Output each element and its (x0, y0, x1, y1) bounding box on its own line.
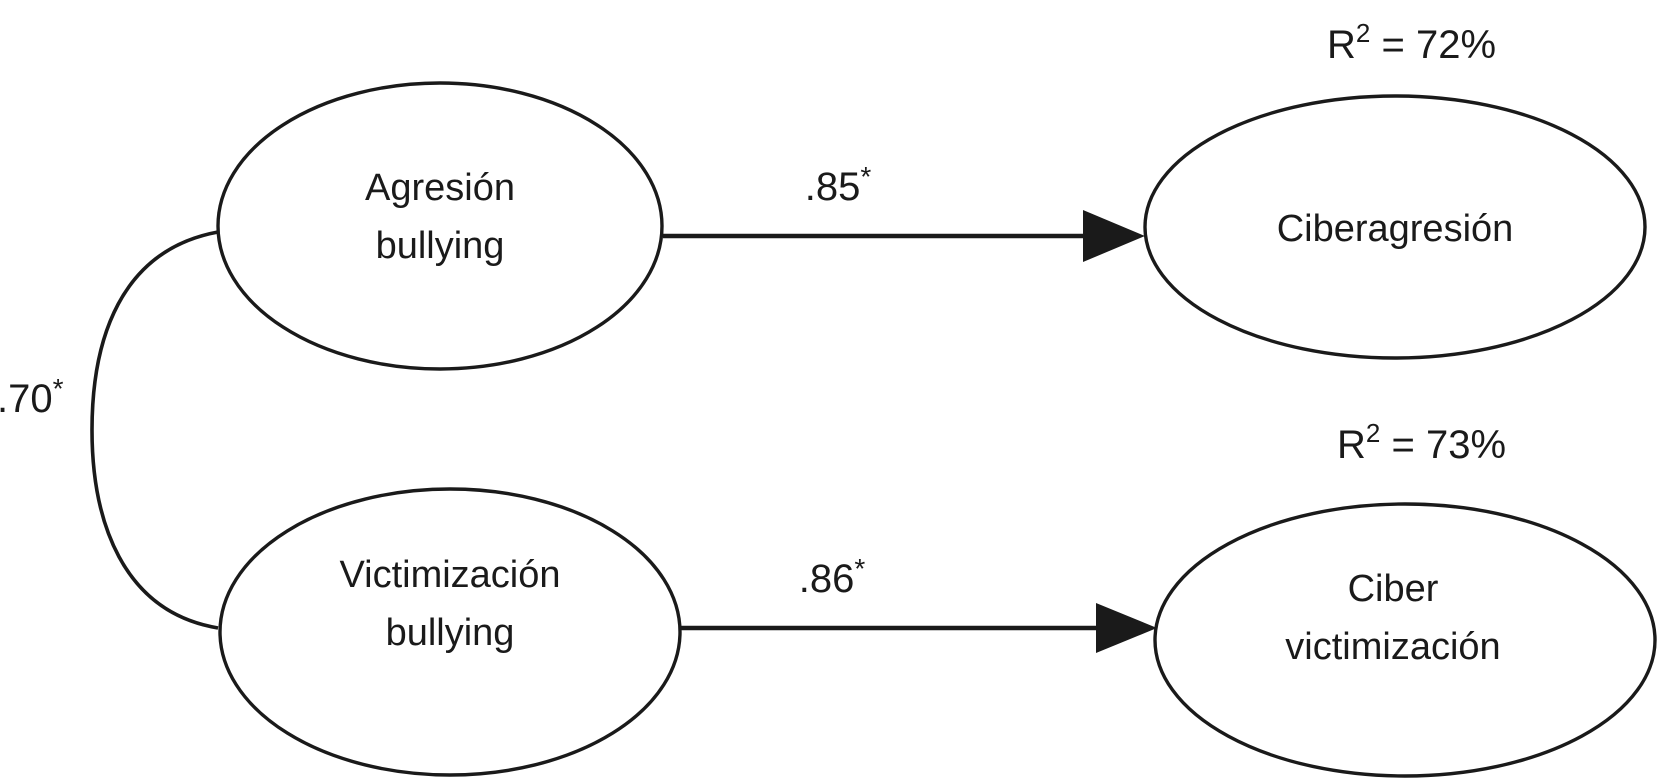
r2-label-cyber-victimization: R2 = 73% (1337, 418, 1506, 467)
arrowhead-top (1083, 210, 1145, 262)
path-coefficient-bottom: .86* (799, 553, 866, 601)
node-label-victimization-line2: bullying (386, 612, 515, 654)
arrowhead-bottom (1096, 603, 1157, 653)
r2-exponent-top: 2 (1356, 18, 1370, 48)
r2-value-top: 72% (1416, 23, 1496, 67)
r2-symbol-bottom: R (1337, 423, 1366, 467)
correlation-coefficient-label: .70* (0, 373, 64, 421)
node-label-cyber-victimization-line1: Ciber (1348, 568, 1439, 610)
node-label-cyber-aggression: Ciberagresión (1277, 208, 1514, 250)
node-label-cyber-victimization-line2: victimización (1285, 626, 1500, 668)
r2-equals-bottom: = (1380, 423, 1426, 467)
path-coefficient-top-value: .85 (805, 165, 861, 209)
r2-value-bottom: 73% (1426, 423, 1506, 467)
node-cyber-aggression[interactable] (1143, 94, 1647, 360)
r2-exponent-bottom: 2 (1366, 418, 1380, 448)
node-aggression-bullying[interactable] (216, 81, 664, 371)
node-cyber-victimization[interactable] (1153, 502, 1657, 778)
node-label-victimization-line1: Victimización (339, 554, 560, 596)
r2-equals-top: = (1370, 23, 1416, 67)
path-coefficient-bottom-star: * (854, 553, 865, 584)
path-coefficient-top-star: * (860, 161, 871, 192)
path-coefficient-top: .85* (805, 161, 872, 209)
r2-symbol-top: R (1327, 23, 1356, 67)
correlation-coefficient-value: .70 (0, 377, 53, 421)
node-label-aggression-line2: bullying (376, 225, 505, 267)
correlation-curve (90, 230, 219, 630)
node-victimization-bullying[interactable] (218, 487, 682, 777)
r2-label-cyber-aggression: R2 = 72% (1327, 18, 1496, 67)
path-coefficient-bottom-value: .86 (799, 557, 855, 601)
node-label-aggression-line1: Agresión (365, 167, 515, 209)
correlation-coefficient-star: * (53, 373, 64, 404)
